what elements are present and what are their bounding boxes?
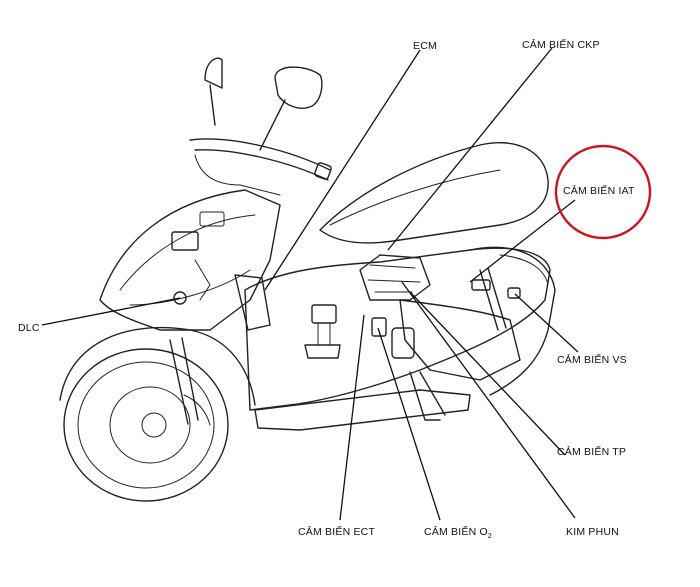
handlebar bbox=[189, 57, 332, 196]
label-ckp-sensor: CẢM BIẾN CKP bbox=[522, 39, 600, 51]
label-dlc: DLC bbox=[18, 322, 40, 334]
dlc-leader bbox=[41, 297, 181, 326]
front-electrics bbox=[171, 211, 225, 305]
rear-shock bbox=[479, 267, 507, 331]
canister bbox=[391, 327, 415, 359]
label-ect-sensor: CẢM BIẾN ECT bbox=[298, 526, 376, 538]
iat-leader bbox=[469, 199, 576, 283]
tp-leader bbox=[409, 291, 566, 456]
leader-lines bbox=[41, 47, 579, 521]
front-fork bbox=[169, 337, 211, 426]
label-iat-sensor: CẢM BIẾN IAT bbox=[563, 185, 635, 197]
body-side-panel bbox=[244, 247, 551, 411]
front-fender bbox=[59, 326, 256, 406]
o2-leader bbox=[377, 327, 441, 521]
label-o2-sensor: CẢM BIẾN O2 bbox=[424, 526, 492, 540]
label-injector: KIM PHUN bbox=[566, 526, 619, 538]
center-stand bbox=[409, 371, 446, 421]
label-o2-subscript: 2 bbox=[487, 533, 492, 541]
ecm-leader bbox=[264, 49, 421, 291]
ect-sensor-part bbox=[371, 317, 387, 337]
engine bbox=[359, 254, 521, 381]
ecm-unit bbox=[234, 274, 271, 331]
vs-leader bbox=[514, 293, 579, 353]
vs-sensor-part bbox=[507, 287, 521, 299]
injector-leader bbox=[401, 281, 576, 519]
floorboard bbox=[254, 389, 471, 431]
fuel-pump bbox=[304, 304, 341, 359]
ckp-leader bbox=[387, 47, 553, 251]
ect-leader bbox=[339, 314, 365, 521]
rear-body bbox=[469, 246, 556, 396]
label-vs-sensor: CẢM BIẾN VS bbox=[557, 354, 627, 366]
front-cowl bbox=[99, 189, 281, 331]
iat-sensor-part bbox=[471, 279, 491, 291]
label-tp-sensor: CẢM BIẾN TP bbox=[557, 446, 627, 458]
iat-highlight-circle bbox=[554, 144, 652, 240]
seat bbox=[319, 141, 549, 244]
label-o2-prefix: CẢM BIẾN O bbox=[424, 526, 488, 538]
label-ecm: ECM bbox=[413, 40, 437, 52]
front-wheel bbox=[63, 348, 229, 502]
